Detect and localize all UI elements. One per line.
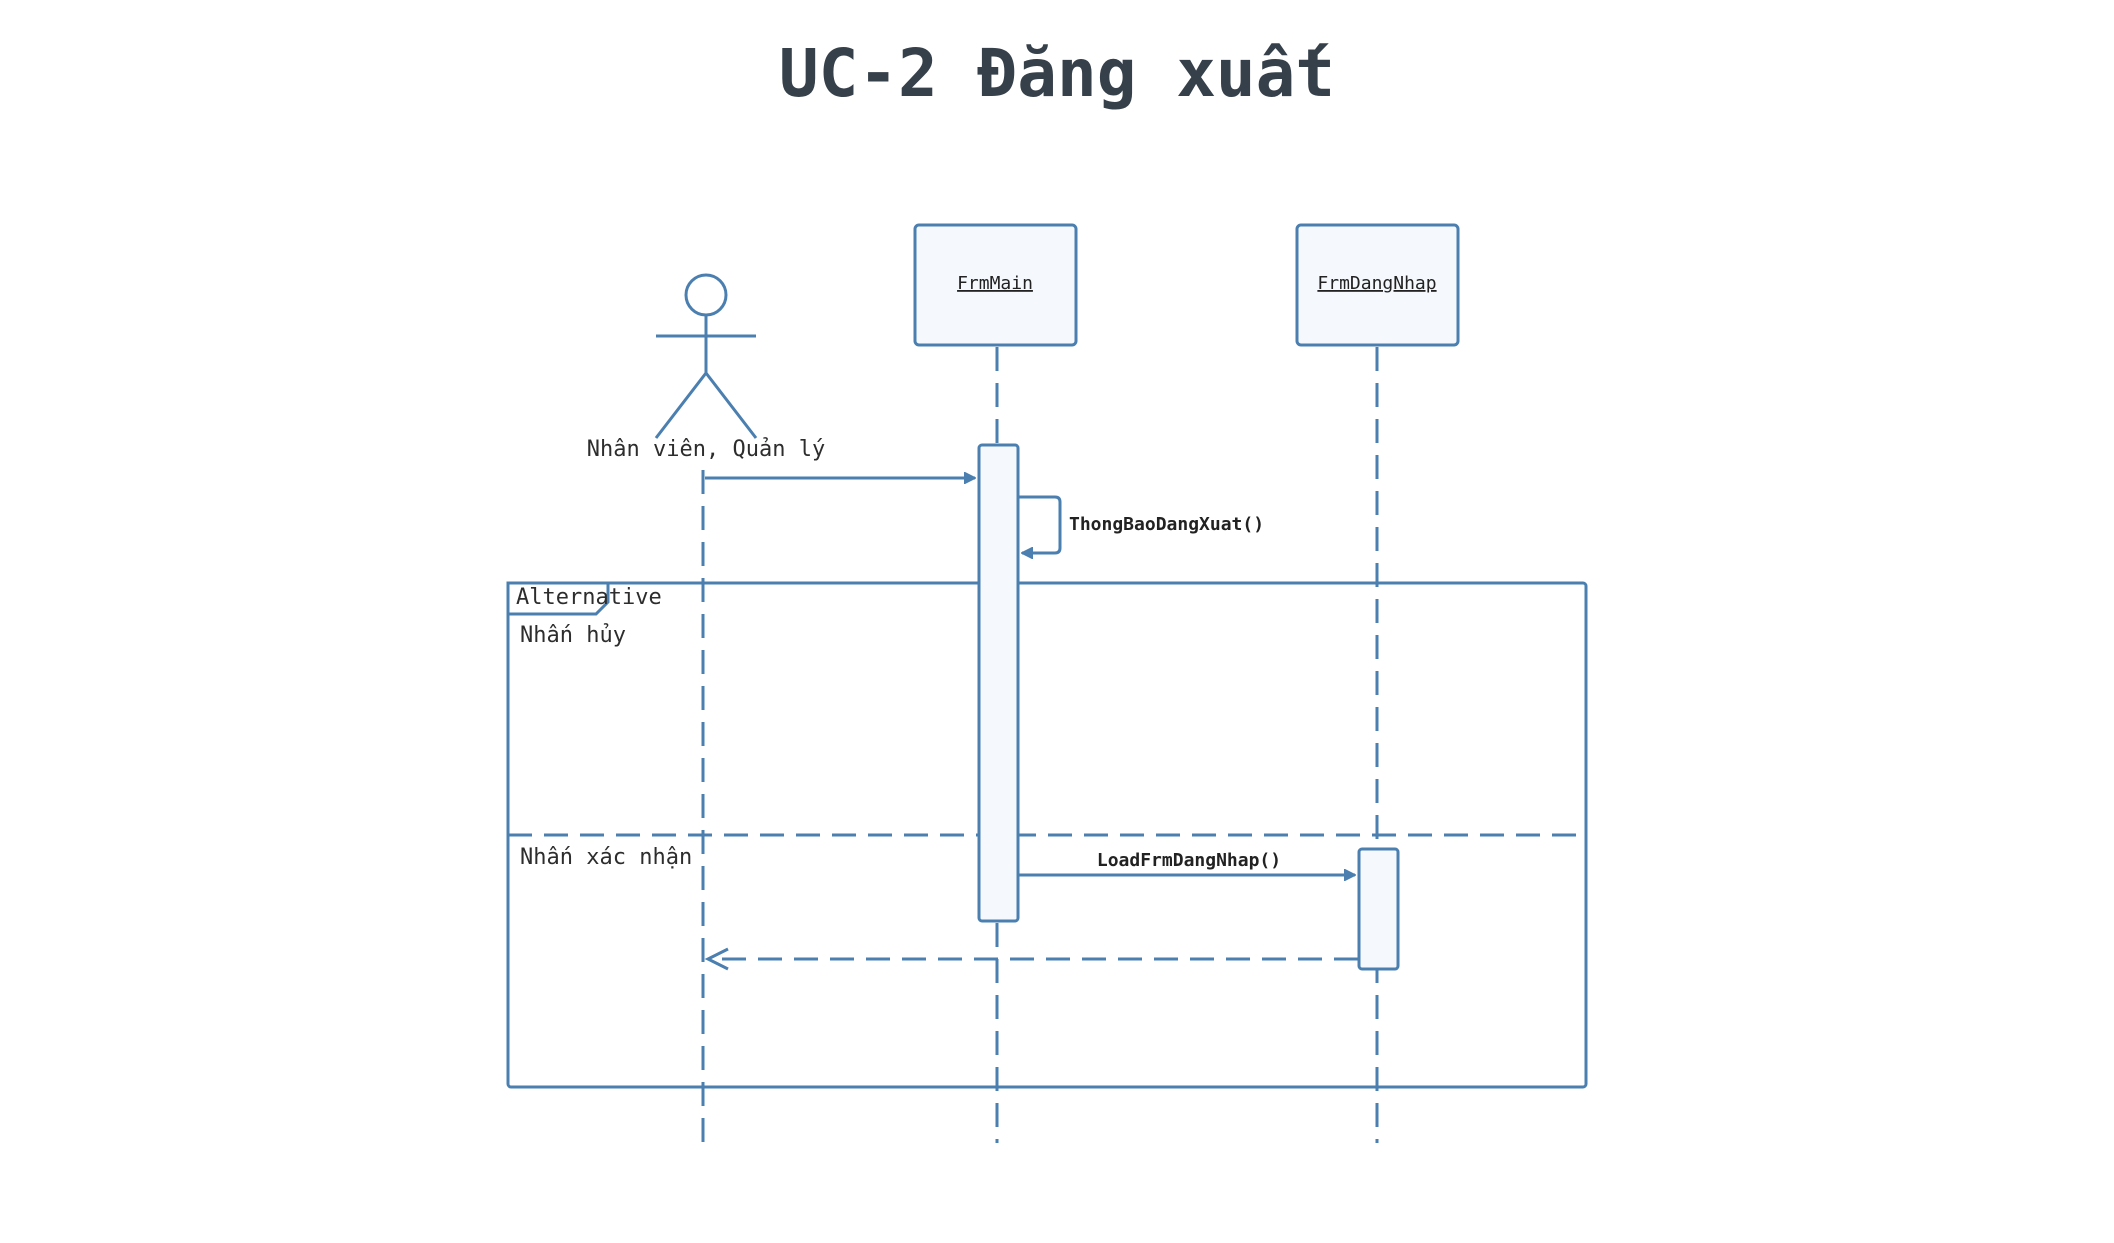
guard-confirm: Nhấn xác nhận (520, 845, 692, 870)
actor: Nhân viên, Quản lý (587, 273, 825, 462)
message-thongbao-self (1018, 495, 1062, 553)
actor-label: Nhân viên, Quản lý (587, 437, 825, 462)
return-open-arrowhead (704, 947, 729, 971)
frmmain-activation (977, 443, 1020, 923)
guard-cancel: Nhấn hủy (520, 623, 626, 648)
actor-head-icon (684, 273, 728, 317)
actor-leg-right (704, 372, 758, 439)
diagram-title: UC-2 Đăng xuất (779, 35, 1335, 112)
participant-frmmain-box (913, 223, 1078, 347)
alt-fragment: Alternative Nhấn hủy Nhấn xác nhận (506, 581, 1588, 1089)
alt-frame-label: Alternative (516, 585, 662, 610)
participant-frmmain-label: FrmMain (957, 273, 1033, 294)
participant-frmmain: FrmMain (913, 223, 1078, 347)
participant-frmdangnhap-label: FrmDangNhap (1317, 273, 1436, 294)
participant-frmdangnhap: FrmDangNhap (1295, 223, 1460, 347)
message-load-label: LoadFrmDangNhap() (1097, 850, 1281, 871)
actor-leg-left (654, 372, 708, 439)
message-thongbao-label: ThongBaoDangXuat() (1069, 514, 1264, 535)
frmdangnhap-activation (1357, 847, 1400, 971)
participant-frmdangnhap-box (1295, 223, 1460, 347)
alt-frame-tab (506, 581, 610, 616)
